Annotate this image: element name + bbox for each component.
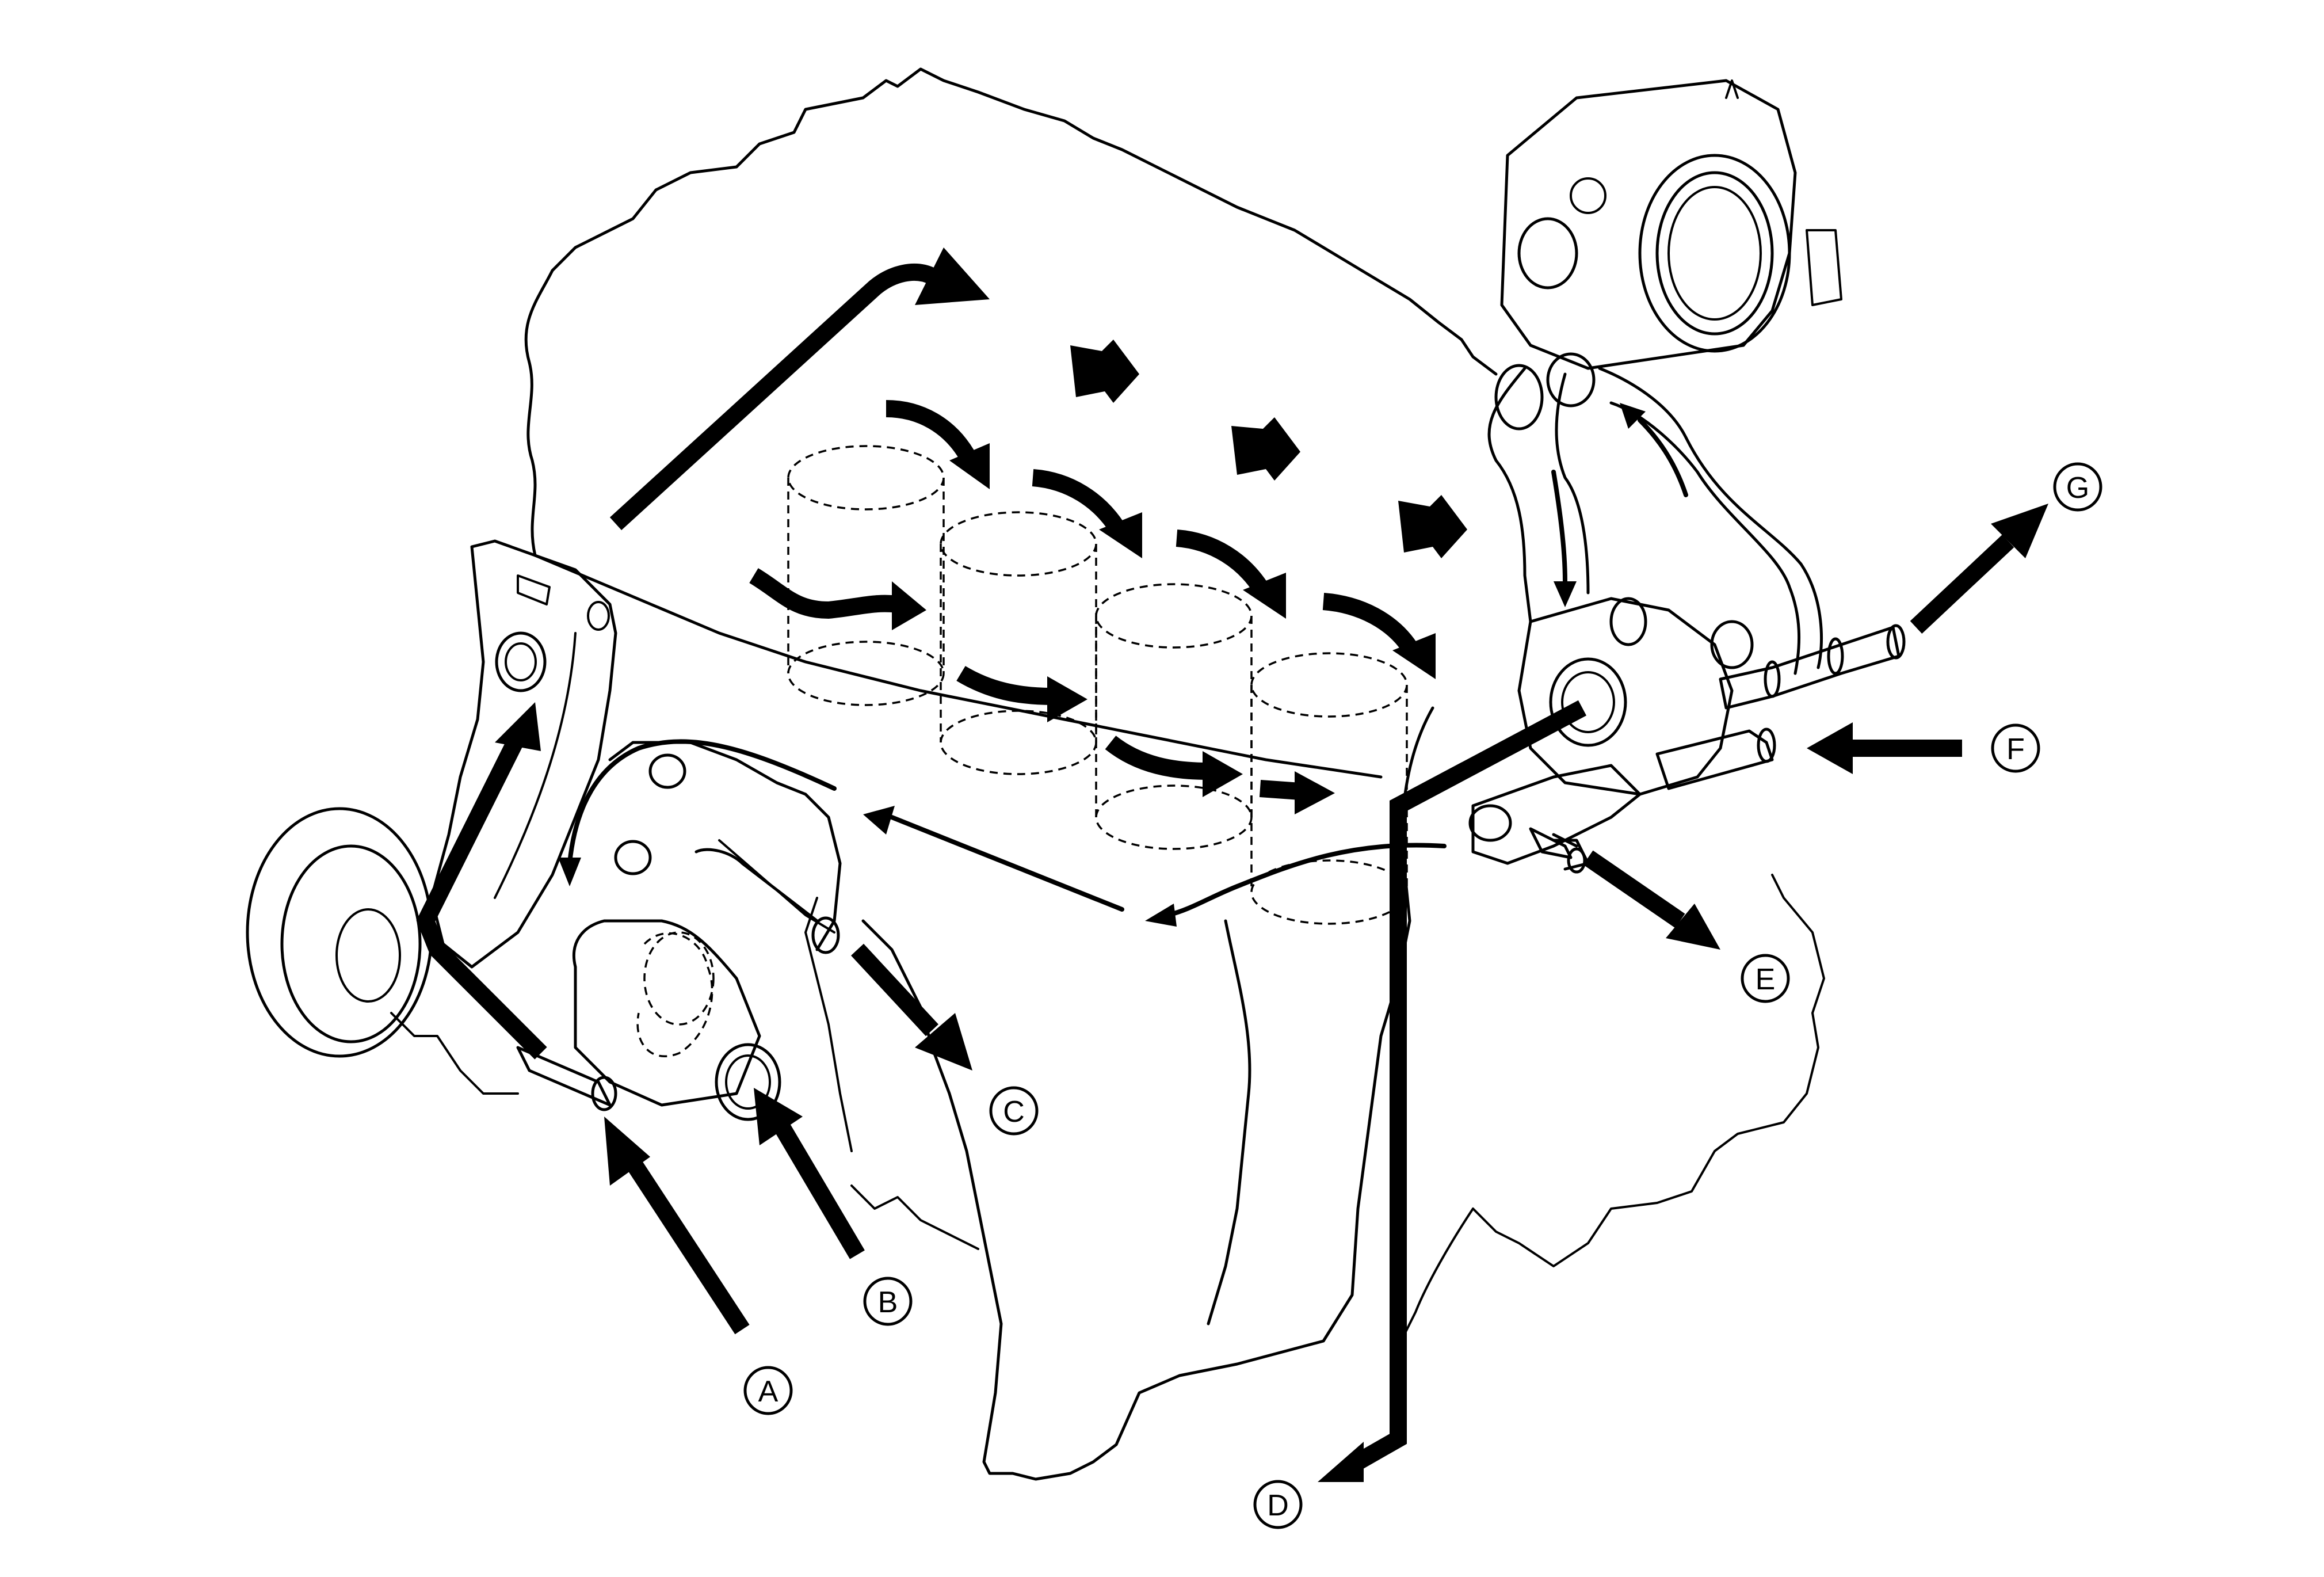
- crank-pulley: [246, 807, 519, 1095]
- flow-arrow-block-3: [1398, 495, 1467, 558]
- internal-flow-arrows: [416, 247, 1688, 1060]
- flow-arrow-head-2: [1032, 469, 1142, 558]
- engine-block-outline: [524, 67, 1825, 1481]
- flow-arrow-block-2: [1231, 417, 1300, 481]
- flow-arrow-bypass-down: [1551, 470, 1577, 607]
- arrow-A-inlet: [604, 1117, 750, 1335]
- heater-pipe: [1552, 624, 1906, 874]
- front-bracket: [430, 539, 617, 969]
- callout-F-label: F: [2006, 733, 2025, 766]
- flow-arrow-bypass-up: [1620, 403, 1688, 497]
- callout-A: A: [743, 1366, 793, 1415]
- flow-arrow-return-thin: [558, 739, 1447, 927]
- cylinder-bores: [787, 445, 1408, 925]
- flow-arrow-head-1: [886, 400, 990, 489]
- callout-C-label: C: [1003, 1095, 1025, 1129]
- callout-G: G: [2053, 462, 2102, 512]
- callout-E: E: [1741, 954, 1790, 1003]
- flow-arrow-up-bracket: [416, 702, 547, 1060]
- flow-arrow-head-3: [1176, 530, 1286, 619]
- arrow-D-outlet: [1318, 700, 1587, 1482]
- arrow-F-inlet: [1807, 722, 1962, 774]
- callout-C: C: [989, 1086, 1039, 1136]
- arrow-C-outlet: [851, 943, 972, 1071]
- flow-arrow-block-lower-4: [1259, 771, 1335, 814]
- cylinder-3: [1095, 583, 1253, 850]
- throttle-body: [1500, 79, 1842, 370]
- water-outlet: [1468, 597, 1754, 865]
- flow-arrow-block-lower-1: [749, 568, 926, 630]
- flow-arrow-head-4: [1322, 593, 1436, 679]
- callout-D-label: D: [1267, 1489, 1289, 1522]
- arrow-E-outlet: [1583, 850, 1720, 950]
- bypass-hoses: [1487, 352, 1823, 675]
- callout-D: D: [1253, 1480, 1303, 1529]
- arrow-G-outlet: [1910, 504, 2048, 634]
- callout-B-label: B: [878, 1286, 898, 1319]
- callout-E-label: E: [1756, 963, 1776, 996]
- external-flow-arrows: [604, 504, 2048, 1482]
- arrow-B-inlet: [754, 1088, 865, 1259]
- callout-A-label: A: [758, 1375, 779, 1408]
- flow-arrow-top: [609, 247, 990, 531]
- flow-arrow-block-1: [1070, 340, 1139, 403]
- water-pump-housing: [516, 741, 842, 1121]
- callout-B: B: [863, 1277, 913, 1326]
- cylinder-2: [940, 511, 1097, 775]
- callout-G-label: G: [2066, 471, 2089, 505]
- callout-F: F: [1991, 723, 2040, 773]
- flow-arrow-block-lower-2: [956, 666, 1087, 722]
- flow-arrow-block-lower-3: [1105, 736, 1243, 797]
- cylinder-1: [787, 445, 945, 706]
